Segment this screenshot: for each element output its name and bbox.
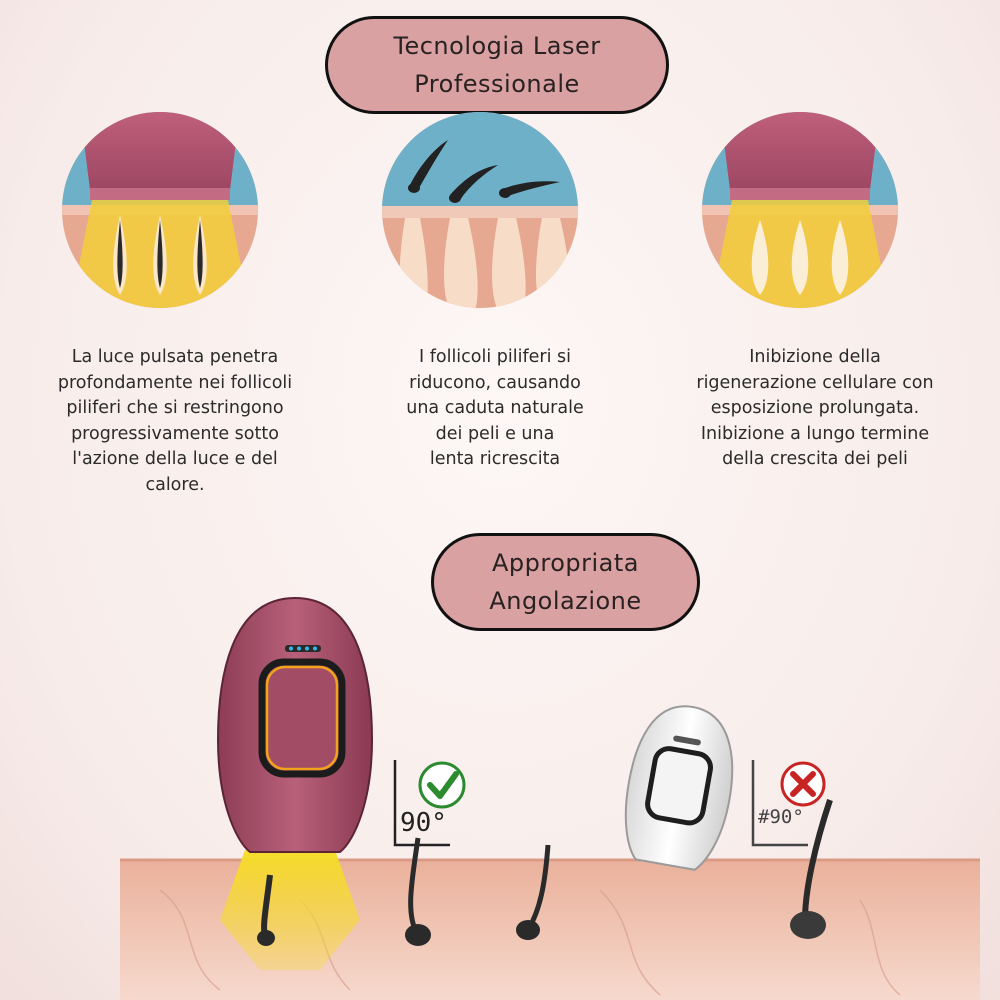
check-icon: [418, 761, 466, 809]
title-line-1: Appropriata: [491, 549, 639, 577]
step-description-2: I follicoli piliferi si riducono, causan…: [370, 345, 620, 473]
light-beam: [220, 850, 360, 970]
cross-icon: [780, 761, 826, 807]
pink-laser-device: [216, 596, 374, 853]
correct-angle-label: 90°: [400, 808, 447, 838]
desc-line: progressivamente sotto: [71, 423, 279, 444]
illustration-light-penetration: [62, 112, 258, 308]
desc-line: calore.: [145, 474, 205, 495]
angle-illustration: [120, 596, 980, 1000]
illustration-hair-falling: [382, 112, 578, 308]
step-description-1: La luce pulsata penetra profondamente ne…: [30, 345, 320, 498]
section-title-laser-technology: Tecnologia Laser Professionale: [325, 16, 669, 114]
desc-line: esposizione prolungata.: [710, 398, 920, 418]
desc-line: dei peli e una: [435, 423, 555, 444]
desc-line: una caduta naturale: [406, 398, 584, 418]
illustration-inhibited-regrowth: [702, 112, 898, 308]
title-line-2: Professionale: [414, 70, 580, 98]
empty-follicles: [751, 220, 849, 295]
section-title-proper-angle: Appropriata Angolazione: [431, 533, 700, 631]
skin-hairs: [405, 799, 833, 946]
title-line-1: Tecnologia Laser: [393, 32, 601, 60]
desc-line: della crescita dei peli: [722, 449, 908, 469]
white-laser-device: [624, 705, 734, 871]
falling-hairs: [408, 140, 560, 203]
desc-line: piliferi che si restringono: [66, 398, 284, 418]
wrong-angle-label: #90°: [758, 806, 804, 828]
right-angle-mark: [393, 760, 450, 847]
desc-line: riducono, causando: [409, 372, 581, 393]
battery-indicator: [673, 735, 701, 746]
desc-line: rigenerazione cellulare con: [696, 372, 934, 393]
hair-follicles: [113, 215, 207, 295]
desc-line: La luce pulsata penetra: [71, 347, 279, 367]
desc-line: lenta ricrescita: [429, 449, 561, 469]
step-description-3: Inibizione della rigenerazione cellulare…: [665, 345, 965, 473]
title-line-2: Angolazione: [489, 587, 642, 615]
desc-line: l'azione della luce e del: [72, 449, 278, 469]
desc-line: I follicoli piliferi si: [418, 347, 571, 367]
desc-line: Inibizione della: [749, 347, 881, 367]
wrong-angle-mark: [751, 760, 808, 847]
battery-indicator: [285, 645, 321, 652]
desc-line: Inibizione a lungo termine: [700, 423, 930, 444]
desc-line: profondamente nei follicoli: [57, 372, 293, 393]
